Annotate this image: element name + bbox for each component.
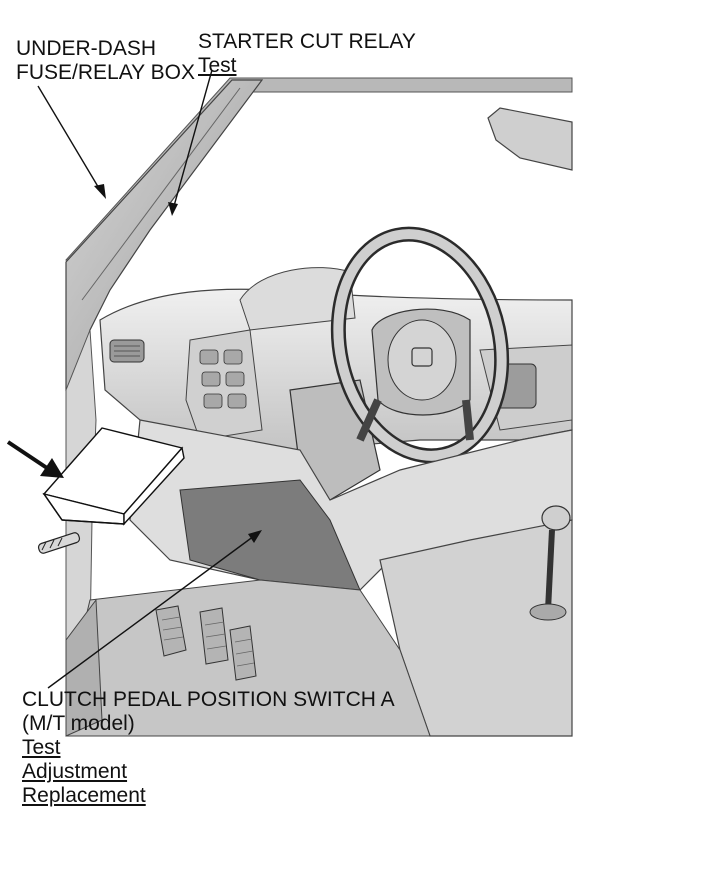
clutch-switch-test-link[interactable]: Test <box>22 736 61 759</box>
a-pillar-inner-edge <box>81 87 241 301</box>
pedal-treads <box>161 616 255 667</box>
fuse-relay-box <box>42 427 185 526</box>
relay-leader <box>173 69 213 207</box>
relay-leader-arrowhead <box>168 202 178 216</box>
clutch-switch-callout: CLUTCH PEDAL POSITION SWITCH A (M/T mode… <box>22 688 395 808</box>
control-buttons <box>199 349 247 409</box>
clutch-switch-adjustment-link[interactable]: Adjustment <box>22 760 128 783</box>
box-indicator-arrow-shaft <box>6 440 52 472</box>
fuse-box-leader-arrowhead <box>94 184 106 199</box>
clutch-leader <box>47 535 255 689</box>
starter-cut-relay-test-link[interactable]: Test <box>198 54 237 77</box>
fuse-box-callout: UNDER-DASH FUSE/RELAY BOX <box>16 37 195 85</box>
shift-lever <box>529 505 571 621</box>
leader-lines <box>6 69 262 689</box>
fuse-box-leader <box>37 85 101 191</box>
rear-view-mirror <box>487 107 573 171</box>
fuse-box-label-line-2: FUSE/RELAY BOX <box>16 61 195 84</box>
clutch-leader-arrowhead <box>248 530 262 543</box>
center-controls <box>185 329 263 441</box>
clutch-switch-part <box>37 532 81 554</box>
clutch-switch-subtitle: (M/T model) <box>22 712 135 735</box>
door-sill <box>65 598 103 737</box>
starter-cut-relay-title: STARTER CUT RELAY <box>198 30 416 53</box>
clutch-switch-title: CLUTCH PEDAL POSITION SWITCH A <box>22 688 395 711</box>
fuse-box-label-line-1: UNDER-DASH <box>16 37 157 60</box>
box-indicator-arrowhead <box>40 458 64 478</box>
steering-wheel <box>330 226 510 464</box>
vent-slats <box>114 345 140 357</box>
starter-cut-relay-callout: STARTER CUT RELAY Test <box>198 30 416 78</box>
clutch-switch-replacement-link[interactable]: Replacement <box>22 784 146 807</box>
